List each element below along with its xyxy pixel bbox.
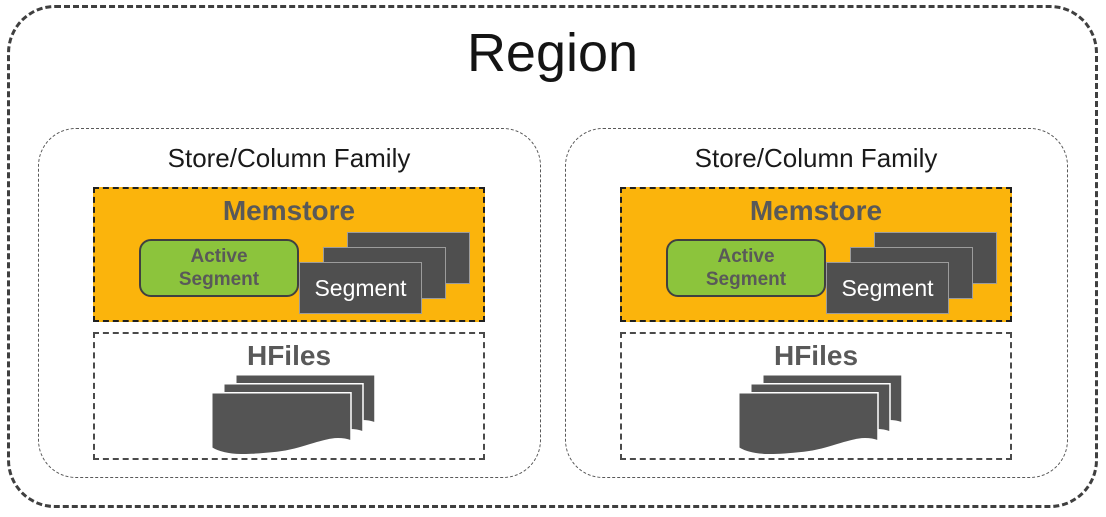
segment-label: Segment bbox=[841, 274, 934, 301]
store-title: Store/Column Family bbox=[167, 143, 411, 173]
segment-card-front: Segment bbox=[299, 262, 422, 314]
active-segment-box: Active Segment bbox=[666, 239, 826, 297]
active-segment-box: Active Segment bbox=[139, 239, 299, 297]
segment-stack: Segment bbox=[299, 232, 470, 314]
stores-row: Store/Column Family Memstore Active Segm… bbox=[10, 128, 1095, 478]
memstore-box: Memstore Active Segment Segment bbox=[93, 187, 485, 322]
hfile-document-icon bbox=[738, 392, 879, 456]
hfiles-title: HFiles bbox=[773, 340, 859, 371]
store-title: Store/Column Family bbox=[694, 143, 938, 173]
hfiles-box: HFiles bbox=[620, 332, 1012, 460]
memstore-title: Memstore bbox=[749, 195, 883, 226]
segment-label: Segment bbox=[314, 274, 407, 301]
hfile-document-stack bbox=[738, 374, 904, 458]
memstore-box: Memstore Active Segment Segment bbox=[620, 187, 1012, 322]
active-segment-label: Active Segment bbox=[178, 246, 260, 290]
segment-card-front: Segment bbox=[826, 262, 949, 314]
region-container: Region Store/Column Family Memstore Acti… bbox=[7, 5, 1098, 508]
hfile-document-stack bbox=[211, 374, 377, 458]
store-column-family-box-1: Store/Column Family Memstore Active Segm… bbox=[37, 128, 541, 478]
hfiles-box: HFiles bbox=[93, 332, 485, 460]
active-segment-label: Active Segment bbox=[705, 246, 787, 290]
region-title: Region bbox=[466, 23, 639, 83]
memstore-title: Memstore bbox=[222, 195, 356, 226]
segment-stack: Segment bbox=[826, 232, 997, 314]
hfiles-title: HFiles bbox=[246, 340, 332, 371]
hfile-document-icon bbox=[211, 392, 352, 456]
store-column-family-box-2: Store/Column Family Memstore Active Segm… bbox=[564, 128, 1068, 478]
